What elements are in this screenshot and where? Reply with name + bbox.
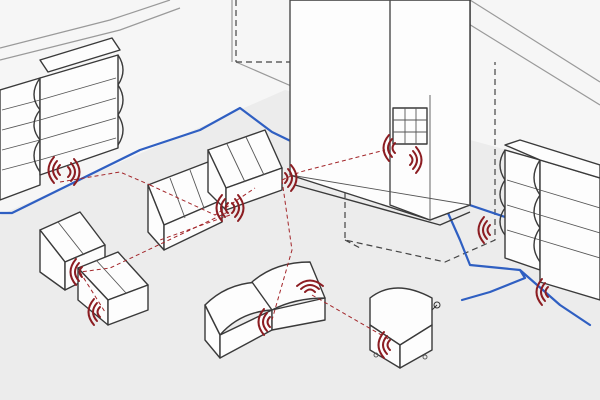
wireless-links: [59, 149, 391, 341]
left-wall-shelving: [0, 37, 124, 201]
right-wall-shelving: [499, 139, 600, 301]
network-cable-branch: [438, 193, 592, 327]
mobile-display-cart: [369, 287, 433, 369]
power-plug-icon: [431, 301, 441, 311]
display-case-e: [204, 261, 326, 359]
display-case-d: [77, 251, 149, 326]
cooler-window: [392, 107, 428, 145]
walk-in-cooler: [289, 0, 471, 226]
